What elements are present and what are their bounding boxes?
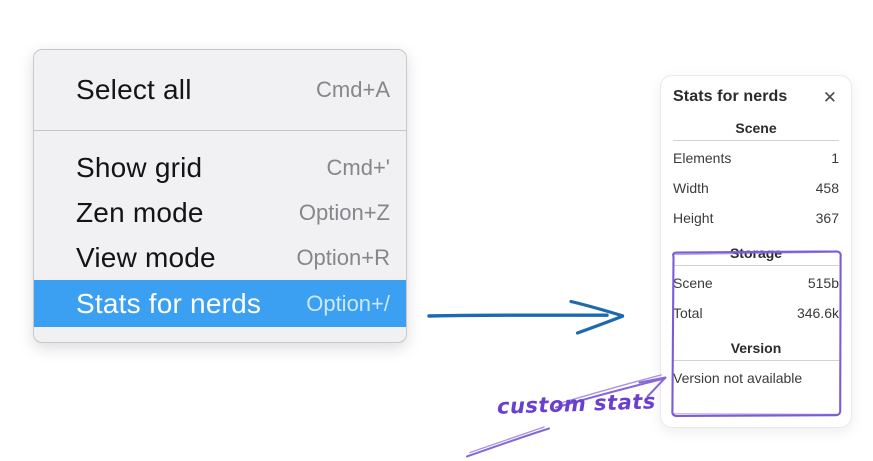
stats-panel-title: Stats for nerds [673,88,788,105]
stats-panel-header: Stats for nerds ✕ [673,88,839,106]
section-divider [673,265,839,266]
section-divider [673,360,839,361]
menu-item-zen-mode[interactable]: Zen mode Option+Z [34,190,406,235]
menu-item-label: View mode [76,241,216,273]
stat-label: Scene [673,275,713,291]
version-section-heading: Version [730,340,782,356]
blue-arrow [427,299,625,335]
custom-stats-label: custom stats [496,389,657,419]
version-section: Version Version not available [673,340,839,393]
context-menu: Select all Cmd+A Show grid Cmd+' Zen mod… [33,49,407,343]
stat-row-height: Height 367 [673,203,839,233]
storage-section-heading: Storage [729,245,783,261]
stat-row-elements: Elements 1 [673,143,839,173]
menu-item-shortcut: Option+R [296,244,390,270]
stats-panel: Stats for nerds ✕ Scene Elements 1 Width… [660,75,852,428]
stat-label: Elements [673,150,732,166]
stat-label: Total [673,305,703,321]
stat-value: 1 [831,150,839,166]
close-icon[interactable]: ✕ [822,87,837,107]
stat-row-total-storage: Total 346.6k [673,298,839,328]
stat-row-scene-storage: Scene 515b [673,268,839,298]
scene-section-heading: Scene [735,120,777,136]
version-note: Version not available [673,370,803,386]
menu-item-label: Show grid [76,151,203,183]
menu-item-shortcut: Option+/ [306,290,390,316]
stat-value: 346.6k [796,305,839,321]
stat-label: Height [673,210,714,226]
menu-divider [34,130,406,131]
stat-value: 458 [815,180,839,196]
menu-item-label: Zen mode [76,196,204,228]
menu-item-select-all[interactable]: Select all Cmd+A [34,63,406,116]
menu-item-shortcut: Option+Z [298,199,390,225]
stat-value: 515b [807,275,839,291]
section-divider [673,140,839,141]
menu-item-label: Stats for nerds [76,287,262,319]
menu-item-stats-for-nerds[interactable]: Stats for nerds Option+/ [34,280,406,327]
menu-item-show-grid[interactable]: Show grid Cmd+' [34,145,406,190]
stat-row-width: Width 458 [673,173,839,203]
stat-label: Width [673,180,709,196]
menu-item-view-mode[interactable]: View mode Option+R [34,235,406,280]
menu-item-shortcut: Cmd+A [316,76,390,102]
storage-section: Storage Scene 515b Total 346.6k [673,245,839,328]
menu-item-label: Select all [76,73,192,105]
scene-section: Scene Elements 1 Width 458 Height 367 [673,120,839,233]
stat-value: 367 [815,210,839,226]
menu-item-shortcut: Cmd+' [326,154,391,180]
